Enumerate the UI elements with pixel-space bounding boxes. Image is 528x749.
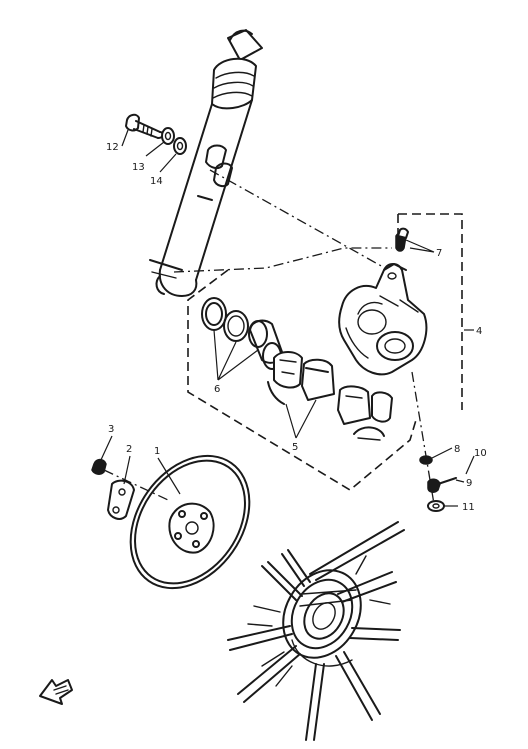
- callout-4: 4: [476, 326, 482, 337]
- brake-pad-right: [337, 385, 371, 425]
- brake-disc: [129, 454, 251, 590]
- piston-seal-outer: [201, 297, 227, 331]
- callout-7: 7: [436, 248, 442, 259]
- pad-shim-right: [371, 391, 393, 423]
- front-fork-tube: [149, 29, 263, 297]
- callout-3: 3: [108, 424, 114, 435]
- caliper-bolt: [427, 477, 457, 493]
- leader-lines: [99, 129, 475, 507]
- alignment-line-upper: [209, 169, 393, 273]
- callout-9: 9: [466, 478, 472, 489]
- wheel-hub: [282, 569, 362, 667]
- disc-bolt: [91, 458, 107, 475]
- plain-washer: [173, 137, 187, 155]
- callout-1: 1: [154, 446, 160, 457]
- mounting-bolt: [125, 113, 164, 139]
- front-direction-arrow-icon: [39, 679, 73, 705]
- caliper-washer: [427, 500, 445, 512]
- callout-labels: 1 2 3 4 5 6 7 8 9 10 11 12 13 14: [106, 142, 487, 513]
- pad-kit-outline: [187, 269, 417, 491]
- disc-bolt-line: [103, 469, 169, 501]
- callout-13: 13: [132, 162, 145, 173]
- callout-14: 14: [150, 176, 163, 187]
- caliper-body: [338, 263, 428, 376]
- callout-2: 2: [126, 444, 132, 455]
- callout-5: 5: [292, 442, 298, 453]
- piston-seal-inner: [223, 310, 249, 342]
- bleeder-screw: [395, 227, 409, 252]
- callout-6: 6: [214, 384, 220, 395]
- spring-washer: [161, 127, 175, 145]
- pad-shim-left: [273, 351, 303, 389]
- brake-pad-left: [301, 358, 335, 401]
- callout-10: 10: [474, 448, 487, 459]
- callout-12: 12: [106, 142, 119, 153]
- caliper-hardware-line: [411, 371, 435, 505]
- callout-8: 8: [454, 444, 460, 455]
- disc-lock-plate: [107, 479, 135, 520]
- callout-11: 11: [462, 502, 475, 513]
- alignment-line-lower: [173, 247, 392, 273]
- wheel-spokes: [227, 521, 405, 741]
- pad-spring-clip: [267, 381, 385, 441]
